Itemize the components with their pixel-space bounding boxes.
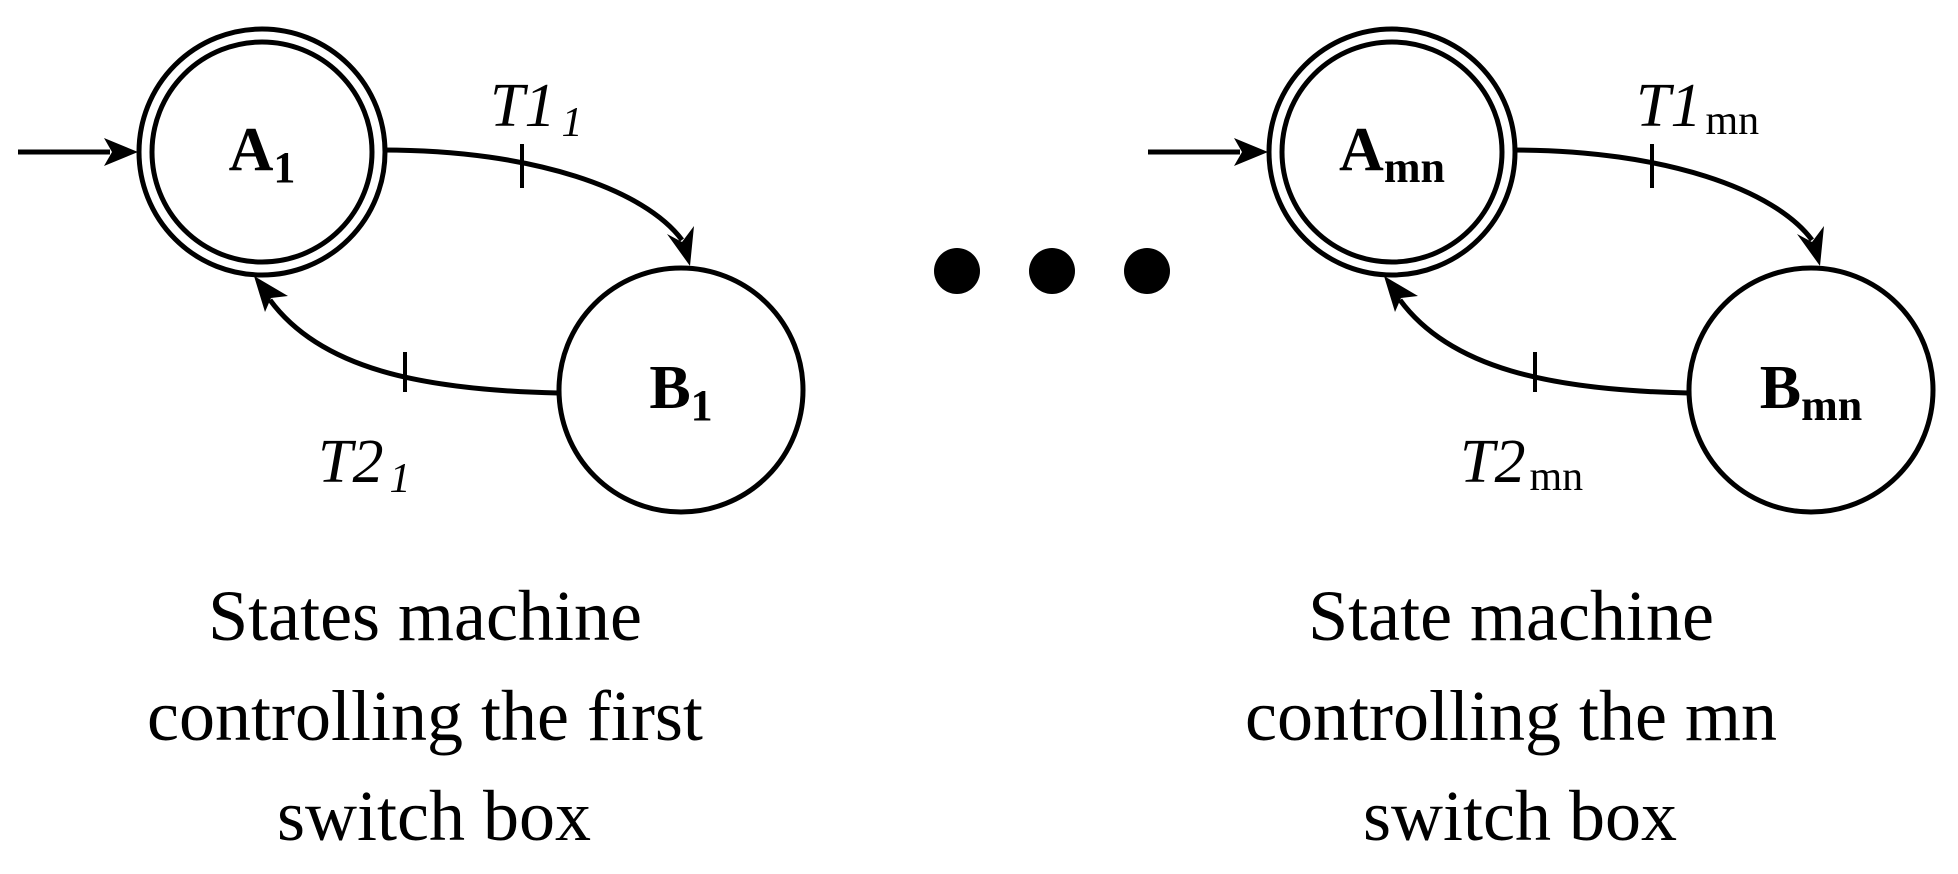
state-a-first-subscript: 1 <box>273 143 295 192</box>
state-a-first-letter: A <box>229 116 274 184</box>
state-a-mn-label: Amn <box>1339 116 1445 192</box>
state-a-mn-subscript: mn <box>1384 143 1445 192</box>
caption-first-line-2: controlling the first <box>147 676 703 756</box>
caption-first-line-3: switch box <box>277 776 591 856</box>
state-a-mn-letter: A <box>1339 116 1384 184</box>
state-b-first-subscript: 1 <box>691 381 713 430</box>
ellipsis-dot <box>1124 248 1170 294</box>
transition-label-t1-mn: T1mn <box>1636 72 1759 144</box>
initial-arrow <box>18 138 138 166</box>
state-a-first: A1 <box>136 26 388 278</box>
caption-mn-line-3: switch box <box>1363 776 1677 856</box>
state-a-first-label: A1 <box>229 116 296 192</box>
state-b-first-label: B1 <box>649 354 712 430</box>
state-b-mn-label: Bmn <box>1760 354 1862 430</box>
caption-first-line-1: States machine <box>208 576 642 656</box>
state-machine-mn: Amn Bmn T1mn T2mn State machine controll… <box>1148 26 1936 856</box>
caption-mn-line-1: State machine <box>1308 576 1714 656</box>
state-b-mn-subscript: mn <box>1801 381 1862 430</box>
ellipsis-dots <box>934 248 1170 294</box>
state-b-first: B1 <box>556 265 806 515</box>
initial-arrow <box>1148 138 1268 166</box>
transition-arrow-b-to-a <box>1384 276 1689 396</box>
caption-mn: State machine controlling the mn switch … <box>1245 576 1795 856</box>
state-b-first-letter: B <box>649 354 690 422</box>
transition-arrow-a-to-b <box>382 144 694 266</box>
caption-mn-line-2: controlling the mn <box>1245 676 1777 756</box>
state-b-mn-letter: B <box>1760 354 1801 422</box>
state-a-mn: Amn <box>1266 26 1518 278</box>
transition-label-t2-mn: T2mn <box>1460 428 1583 500</box>
transition-arrow-a-to-b <box>1512 144 1824 266</box>
ellipsis-dot <box>1029 248 1075 294</box>
transition-arrow-b-to-a <box>254 276 559 396</box>
ellipsis-dot <box>934 248 980 294</box>
caption-first: States machine controlling the first swi… <box>147 576 721 856</box>
state-b-mn: Bmn <box>1686 265 1936 515</box>
